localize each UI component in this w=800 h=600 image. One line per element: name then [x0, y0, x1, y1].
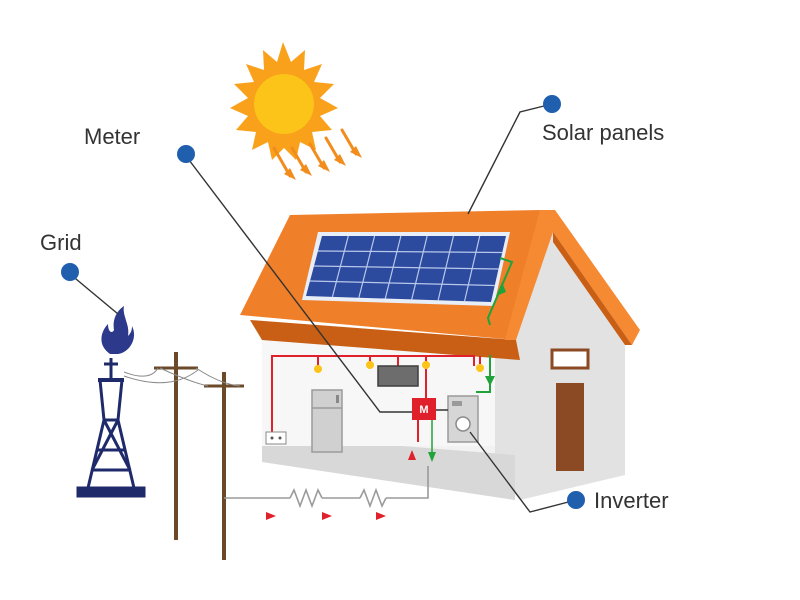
sun-icon	[230, 42, 362, 180]
panel-wire	[476, 257, 514, 393]
flow-arrows-meter	[408, 420, 436, 462]
door	[556, 383, 584, 471]
light-bulb-icon	[314, 361, 484, 373]
socket-icon	[265, 431, 287, 445]
inverter-label: Inverter	[594, 488, 669, 513]
meter-callout-dot	[177, 145, 195, 163]
callout-dots	[61, 95, 585, 509]
inverter-callout-dot	[567, 491, 585, 509]
solar-panel-icon	[302, 232, 510, 306]
panel-cell-divider	[317, 250, 503, 254]
solar-panels-label: Solar panels	[542, 120, 665, 145]
meter-box-letter: M	[419, 404, 428, 416]
utility-pole-icon	[154, 352, 244, 560]
callout-lines	[69, 103, 577, 513]
flow-arrows-ground	[266, 512, 386, 520]
grid-tower-icon	[76, 358, 146, 498]
house-wiring	[271, 355, 481, 442]
meter-box-icon: M	[412, 398, 436, 420]
tv-icon	[377, 365, 419, 387]
grid-label: Grid	[40, 230, 82, 255]
flame-icon	[101, 306, 135, 354]
panel-cell-divider	[309, 280, 495, 287]
meter-label: Meter	[84, 124, 141, 149]
solar-callout-dot	[543, 95, 561, 113]
overhead-wires	[123, 367, 241, 387]
inverter-icon	[447, 395, 479, 443]
panel-cell-divider	[313, 265, 499, 270]
side-window	[550, 348, 590, 370]
fridge-icon	[311, 389, 343, 453]
grid-line	[224, 466, 429, 509]
grid-callout-dot	[61, 263, 79, 281]
